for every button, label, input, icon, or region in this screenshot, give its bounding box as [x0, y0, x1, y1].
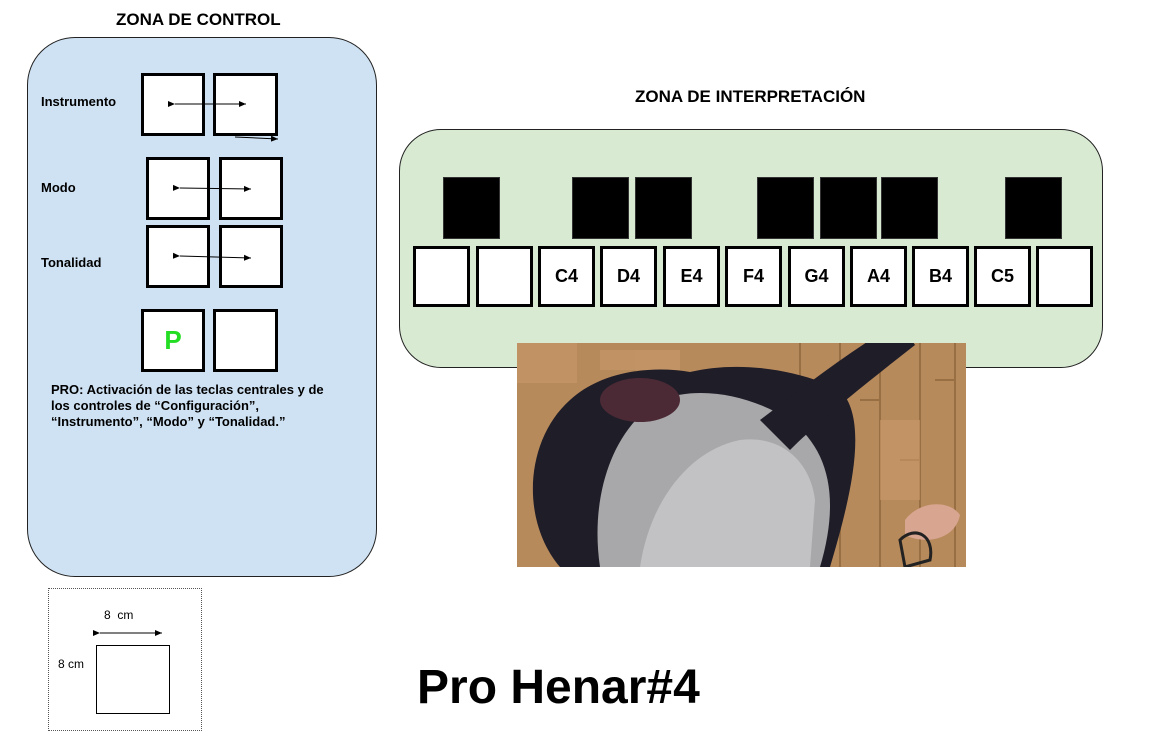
scale-width-label: 8 cm — [104, 608, 134, 622]
black-key[interactable] — [572, 177, 629, 239]
white-key[interactable] — [413, 246, 470, 307]
white-key-e4[interactable]: E4 — [663, 246, 720, 307]
pro-button[interactable]: P — [141, 309, 205, 372]
white-key[interactable] — [1036, 246, 1093, 307]
white-key[interactable] — [476, 246, 533, 307]
black-key[interactable] — [757, 177, 814, 239]
pro-button-label: P — [164, 325, 182, 355]
performance-zone-title: ZONA DE INTERPRETACIÓN — [635, 87, 866, 106]
scale-square — [96, 645, 170, 714]
tonalidad-double-arrow — [172, 252, 252, 261]
modo-double-arrow — [172, 184, 252, 192]
instrumento-corner-arrow — [234, 135, 279, 142]
control-zone-panel — [27, 37, 377, 577]
black-key[interactable] — [1005, 177, 1062, 239]
black-key[interactable] — [820, 177, 877, 239]
white-key-f4[interactable]: F4 — [725, 246, 782, 307]
white-key-a4[interactable]: A4 — [850, 246, 907, 307]
black-key[interactable] — [881, 177, 938, 239]
footer-title: Pro Henar#4 — [417, 661, 700, 714]
control-row-label-modo: Modo — [41, 180, 76, 195]
white-key-d4[interactable]: D4 — [600, 246, 657, 307]
pro-description: PRO: Activación de las teclas centrales … — [51, 382, 324, 429]
white-key-g4[interactable]: G4 — [788, 246, 845, 307]
black-key[interactable] — [635, 177, 692, 239]
scale-height-label: 8 cm — [58, 657, 85, 671]
black-key[interactable] — [443, 177, 500, 239]
white-key-c5[interactable]: C5 — [974, 246, 1031, 307]
white-key-c4[interactable]: C4 — [538, 246, 595, 307]
control-row-label-instrumento: Instrumento — [41, 94, 117, 109]
scale-legend-frame — [48, 588, 202, 731]
control-zone-title: ZONA DE CONTROL — [116, 10, 281, 29]
white-key-b4[interactable]: B4 — [912, 246, 969, 307]
blank-control-button[interactable] — [213, 309, 278, 372]
control-row-label-tonalidad: Tonalidad — [41, 255, 102, 270]
